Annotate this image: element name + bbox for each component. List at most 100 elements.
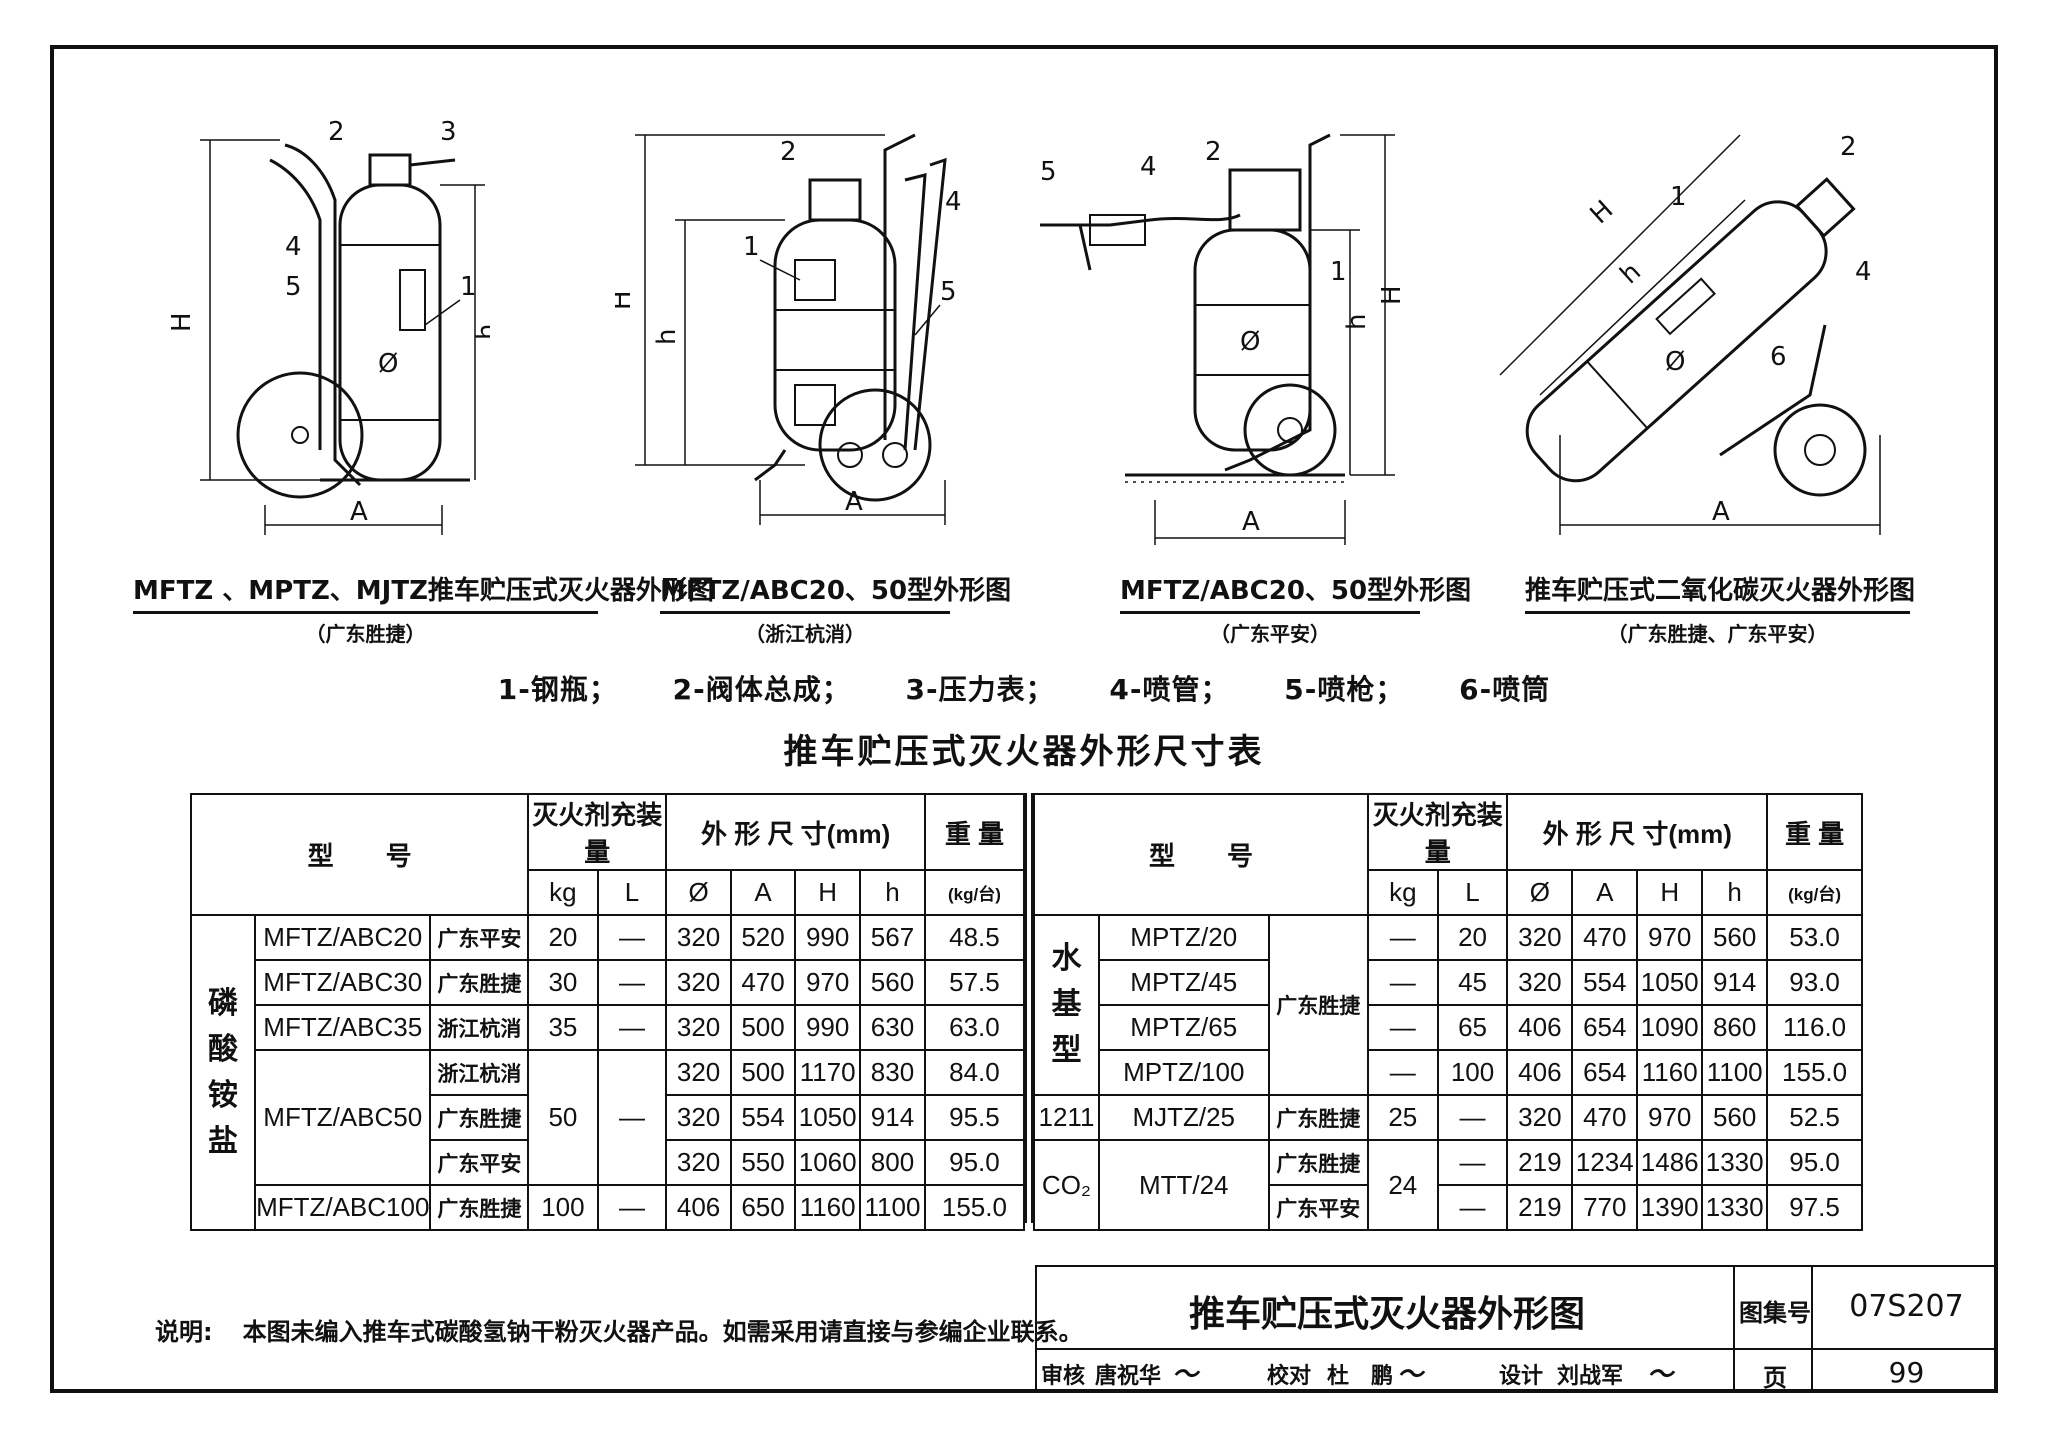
table-title: 推车贮压式灭火器外形尺寸表 bbox=[783, 732, 1265, 772]
header-A: A bbox=[729, 869, 797, 916]
fig4-label-6: 6 bbox=[1770, 342, 1787, 372]
fig3-label-H: H bbox=[1377, 285, 1407, 305]
figure-1-drawing: H h A 2 3 4 5 1 Ø bbox=[170, 117, 490, 535]
header-H: H bbox=[1636, 869, 1704, 916]
figure-2-source: （浙江杭消） bbox=[745, 622, 865, 646]
fig2-label-H: H bbox=[615, 290, 637, 310]
fig1-label-5: 5 bbox=[285, 272, 302, 302]
atlas-label-cell: 图集号 bbox=[1733, 1265, 1813, 1350]
figure-4-caption: 推车贮压式二氧化碳灭火器外形图 bbox=[1525, 570, 1915, 614]
title-block-title-cell: 推车贮压式灭火器外形图 bbox=[1035, 1265, 1735, 1350]
table-row: 广东平安 — 219 770 1390 1330 97.5 bbox=[1034, 1184, 1863, 1231]
header-phi: Ø bbox=[1506, 869, 1574, 916]
page-label-cell: 页 bbox=[1733, 1348, 1813, 1393]
table-row: MPTZ/100 — 100 406 654 1160 1100 155.0 bbox=[1034, 1049, 1863, 1096]
figure-3-source: （广东平安） bbox=[1210, 622, 1330, 646]
fig4-label-phi: Ø bbox=[1665, 347, 1685, 377]
figure-2-drawing: H h A 2 1 4 5 bbox=[615, 133, 962, 525]
parts-legend: 1-钢瓶； 2-阀体总成； 3-压力表； 4-喷管； 5-喷枪； 6-喷筒 bbox=[0, 668, 2048, 708]
atlas-number: 07S207 bbox=[1849, 1289, 1964, 1324]
header-L: L bbox=[596, 869, 668, 916]
header-weight-unit: (kg/台) bbox=[923, 869, 1026, 916]
page-number: 99 bbox=[1888, 1356, 1925, 1389]
header-h: h bbox=[1701, 869, 1769, 916]
table-row: 水基型 MPTZ/20 广东胜捷 — 20 320 470 970 560 53… bbox=[1033, 914, 1863, 1096]
header-weight-unit: (kg/台) bbox=[1766, 869, 1863, 916]
group-water: 水基型 bbox=[1033, 914, 1100, 1096]
fig1-label-2: 2 bbox=[328, 117, 345, 147]
figure-1-caption: MFTZ 、MPTZ、MJTZ推车贮压式灭火器外形图 bbox=[133, 570, 714, 614]
figure-4-drawing: H h A 1 2 4 6 Ø bbox=[1499, 132, 1881, 535]
header-charge: 灭火剂充装量 bbox=[1366, 793, 1509, 871]
fig2-label-5: 5 bbox=[940, 277, 957, 307]
group-phosphate: 磷酸铵盐 bbox=[189, 914, 257, 1231]
checker-signature: 〜 bbox=[1397, 1360, 1424, 1390]
fig2-label-h: h bbox=[652, 329, 682, 345]
header-weight: 重 量 bbox=[923, 793, 1026, 871]
fig2-label-2: 2 bbox=[780, 137, 797, 167]
fig1-label-1: 1 bbox=[460, 272, 477, 302]
footnote: 说明: 本图未编入推车式碳酸氢钠干粉灭火器产品。如需采用请直接与参编企业联系。 bbox=[155, 1312, 1083, 1347]
spec-table-left: 型 号 灭火剂充装量 外 形 尺 寸(mm) 重 量 kg L Ø A H h … bbox=[189, 793, 1026, 1231]
note-label: 说明: bbox=[155, 1318, 213, 1346]
fig3-label-h: h bbox=[1342, 314, 1372, 330]
figure-3-caption: MFTZ/ABC20、50型外形图 bbox=[1120, 570, 1471, 614]
header-L: L bbox=[1436, 869, 1509, 916]
table-row: 广东胜捷 320 554 1050 914 95.5 bbox=[191, 1094, 1026, 1141]
table-row: MFTZ/ABC35 浙江杭消 35 — 320 500 990 630 63.… bbox=[191, 1004, 1026, 1051]
figure-3-drawing: H h A 5 4 2 1 Ø bbox=[1040, 133, 1407, 545]
drawing-title: 推车贮压式灭火器外形图 bbox=[1188, 1294, 1585, 1335]
figure-4-source: （广东胜捷、广东平安） bbox=[1607, 622, 1828, 646]
table-row: CO₂ MTT/24 广东胜捷 24 — 219 1234 1486 1330 … bbox=[1033, 1139, 1863, 1231]
header-dims: 外 形 尺 寸(mm) bbox=[665, 793, 926, 871]
header-H: H bbox=[794, 869, 862, 916]
fig4-label-1: 1 bbox=[1670, 182, 1687, 212]
legend-item: 2-阀体总成； bbox=[672, 673, 851, 706]
header-kg: kg bbox=[527, 869, 599, 916]
table-row: MFTZ/ABC30 广东胜捷 30 — 320 470 970 560 57.… bbox=[191, 959, 1026, 1006]
drawing-frame bbox=[50, 45, 1998, 1393]
header-weight: 重 量 bbox=[1766, 793, 1863, 871]
note-text: 本图未编入推车式碳酸氢钠干粉灭火器产品。如需采用请直接与参编企业联系。 bbox=[242, 1318, 1083, 1346]
fig3-label-A: A bbox=[1242, 507, 1260, 537]
header-charge: 灭火剂充装量 bbox=[527, 793, 668, 871]
table-row: MFTZ/ABC100 广东胜捷 100 — 406 650 1160 1100… bbox=[191, 1184, 1026, 1231]
signature-row: 审核 唐祝华 〜 校对 杜 鹏 〜 设计 刘战军 〜 bbox=[1035, 1348, 1735, 1393]
table-row: MFTZ/ABC50 浙江杭消 50 — 320 500 1170 830 84… bbox=[191, 1049, 1026, 1186]
spec-table-right: 型 号 灭火剂充装量 外 形 尺 寸(mm) 重 量 kg L Ø A H h … bbox=[1033, 793, 1863, 1231]
table-row: MPTZ/45 — 45 320 554 1050 914 93.0 bbox=[1034, 959, 1863, 1006]
page-number-cell: 99 bbox=[1811, 1348, 1998, 1393]
fig3-label-1: 1 bbox=[1330, 257, 1347, 287]
fig2-label-1: 1 bbox=[743, 232, 760, 262]
header-A: A bbox=[1571, 869, 1639, 916]
header-h: h bbox=[859, 869, 926, 916]
table-row: MPTZ/65 — 65 406 654 1090 860 116.0 bbox=[1034, 1004, 1863, 1051]
figure-1-source: （广东胜捷） bbox=[305, 622, 426, 646]
legend-item: 3-压力表； bbox=[905, 673, 1055, 706]
designer-signature: 〜 bbox=[1647, 1360, 1674, 1390]
fig3-label-2: 2 bbox=[1205, 137, 1222, 167]
table-divider bbox=[1025, 793, 1033, 1223]
header-kg: kg bbox=[1366, 869, 1439, 916]
table-row: 1211 MJTZ/25 广东胜捷 25 — 320 470 970 560 5… bbox=[1033, 1094, 1863, 1141]
fig4-label-A: A bbox=[1712, 497, 1730, 527]
fig1-label-h: h bbox=[472, 324, 490, 340]
atlas-number-cell: 07S207 bbox=[1811, 1265, 1998, 1350]
fig2-label-A: A bbox=[845, 487, 863, 517]
header-dims: 外 形 尺 寸(mm) bbox=[1506, 793, 1769, 871]
fig3-label-5: 5 bbox=[1040, 157, 1057, 187]
fig4-label-H: H bbox=[1585, 195, 1620, 230]
fig3-label-phi: Ø bbox=[1240, 327, 1260, 357]
reviewer-signature: 〜 bbox=[1172, 1360, 1199, 1390]
header-phi: Ø bbox=[665, 869, 732, 916]
fig1-label-A: A bbox=[350, 497, 368, 527]
fig4-label-2: 2 bbox=[1840, 132, 1857, 162]
fig1-label-4: 4 bbox=[285, 232, 302, 262]
figure-2-caption: MFTZ/ABC20、50型外形图 bbox=[660, 570, 1011, 614]
fig1-label-3: 3 bbox=[440, 117, 457, 147]
fig4-label-4: 4 bbox=[1855, 257, 1872, 287]
fig1-label-phi: Ø bbox=[378, 349, 398, 379]
table-row: 广东平安 320 550 1060 800 95.0 bbox=[191, 1139, 1026, 1186]
table-row: 磷酸铵盐 MFTZ/ABC20 广东平安 20 — 320 520 990 56… bbox=[189, 914, 1026, 1231]
header-model: 型 号 bbox=[1033, 793, 1369, 916]
